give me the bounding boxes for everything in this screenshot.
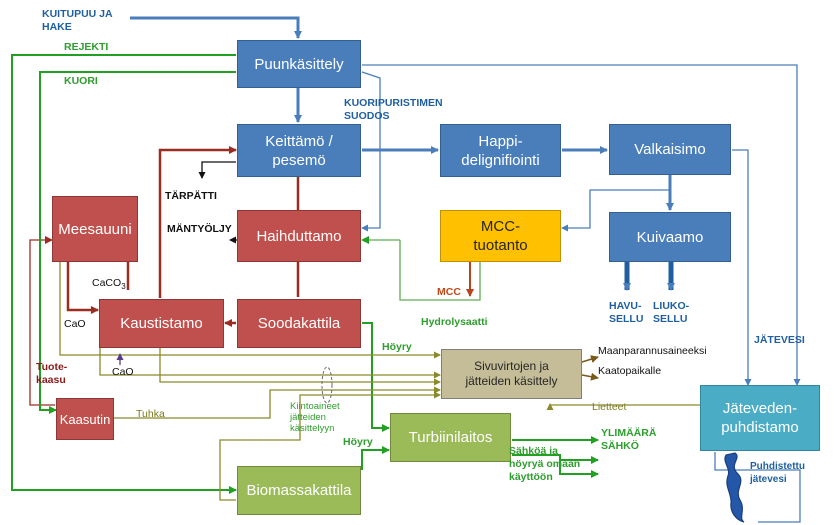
- label-tuhka: Tuhka: [136, 408, 165, 420]
- label-cao-upper: CaO: [64, 318, 86, 330]
- valkaisimo-box: Valkaisimo: [609, 124, 731, 175]
- label-kiintoaineet: Kiintoaineet jätteiden käsittelyyn: [290, 401, 340, 434]
- sivuvirrat-box: Sivuvirtojen ja jätteiden käsittely: [441, 349, 582, 399]
- soodakattila-box: Soodakattila: [237, 299, 361, 348]
- kaustistamo-box: Kaustistamo: [99, 299, 224, 348]
- label-mantyoljy: MÄNTYÖLJY: [167, 223, 232, 235]
- label-liukosellu: LIUKO- SELLU: [653, 300, 690, 325]
- happidelignifiointi-box: Happi- delignifiointi: [440, 124, 561, 177]
- label-kuoripuristimen: KUORIPURISTIMEN SUODOS: [344, 97, 443, 122]
- label-tuotekaasu: Tuote- kaasu: [36, 361, 68, 386]
- lake-shape: [724, 452, 745, 523]
- label-jatevesi: JÄTEVESI: [754, 334, 805, 346]
- label-hoyry-lower: Höyry: [343, 436, 373, 448]
- turbiinilaitos-box: Turbiinilaitos: [390, 413, 511, 462]
- label-caco3: CaCO3: [92, 277, 126, 292]
- keittamo-box: Keittämö / pesemö: [237, 124, 361, 177]
- puunkasittely-box: Puunkäsittely: [237, 40, 361, 88]
- biomassakattila-box: Biomassakattila: [237, 466, 361, 515]
- mcc-tuotanto-box: MCC- tuotanto: [440, 210, 561, 262]
- label-mcc: MCC: [437, 286, 461, 298]
- kaasutin-box: Kaasutin: [56, 398, 114, 440]
- label-hoyry-upper: Höyry: [382, 341, 412, 353]
- kuivaamo-box: Kuivaamo: [609, 212, 731, 262]
- label-cao-lower: CaO: [112, 366, 134, 378]
- label-hydrolysaatti: Hydrolysaatti: [421, 316, 488, 328]
- meesauuni-box: Meesauuni: [52, 196, 138, 262]
- label-havusellu: HAVU- SELLU: [609, 300, 644, 325]
- label-tarpatti: TÄRPÄTTI: [165, 190, 217, 202]
- label-maanparannus: Maanparannusaineeksi: [598, 345, 707, 357]
- jatevedenpuhdistamo-box: Jäteveden- puhdistamo: [700, 385, 820, 451]
- label-kaatopaikalle: Kaatopaikalle: [598, 365, 662, 377]
- label-kuitupuu: KUITUPUU JA HAKE: [42, 8, 113, 33]
- label-kuori: KUORI: [64, 75, 98, 87]
- label-ylimaara-sahko: YLIMÄÄRÄ SÄHKÖ: [601, 427, 657, 452]
- label-sahkoa-ja-hoyrya: Sähköä ja höyryä omaan käyttöön: [509, 445, 581, 483]
- label-rejekti: REJEKTI: [64, 41, 109, 53]
- label-puhdistettu-jatevesi: Puhdistettu jätevesi: [750, 461, 805, 485]
- label-lietteet: Lietteet: [592, 401, 627, 413]
- haihduttamo-box: Haihduttamo: [237, 210, 361, 262]
